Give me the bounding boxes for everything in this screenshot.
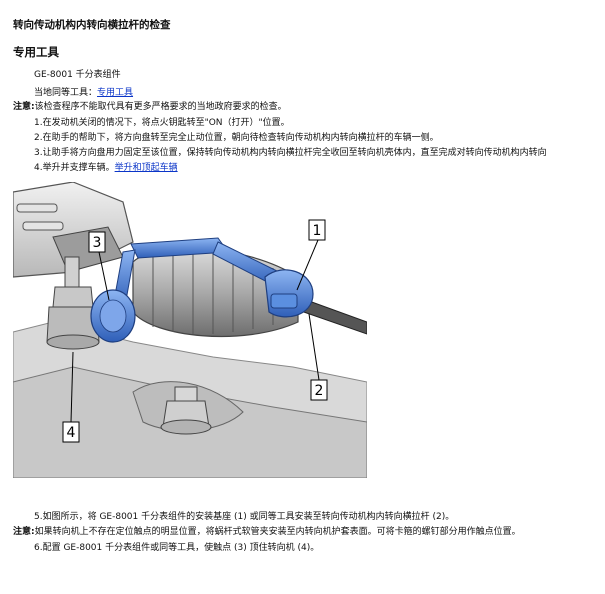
note-1-label: 注意: xyxy=(13,102,35,112)
page-title: 转向传动机构内转向横拉杆的检查 xyxy=(13,19,171,31)
step-4: 4.举升并支撑车辆。举升和顶起车辆 xyxy=(34,162,178,174)
tool-item: GE-8001 千分表组件 xyxy=(34,70,121,80)
inner-tie-rod-figure: 1 2 3 4 xyxy=(12,181,368,479)
note-1: 注意:该检查程序不能取代具有更多严格要求的当地政府要求的检查。 xyxy=(13,101,287,113)
note-2-text: 如果转向机上不存在定位触点的明显位置，将蜗杆式软管夹安装至内转向机护套表面。可将… xyxy=(34,527,521,537)
callout-3-label: 3 xyxy=(93,235,102,251)
step-6: 6.配置 GE-8001 千分表组件或同等工具，使触点 (3) 顶住转向机 (4… xyxy=(34,543,320,553)
special-tools-heading: 专用工具 xyxy=(13,45,59,59)
step-4-text: 4.举升并支撑车辆。 xyxy=(34,163,115,173)
lift-vehicle-link[interactable]: 举升和顶起车辆 xyxy=(114,163,178,173)
inner-tie-rod-illustration: 1 2 3 4 xyxy=(12,181,368,479)
step-5: 5.如图所示，将 GE-8001 千分表组件的安装基座 (1) 或同等工具安装至… xyxy=(34,512,455,522)
note-1-text: 该检查程序不能取代具有更多严格要求的当地政府要求的检查。 xyxy=(34,102,287,112)
callout-4: 4 xyxy=(62,421,80,443)
equivalent-tools-label: 当地同等工具： xyxy=(34,88,98,98)
callout-1-label: 1 xyxy=(313,223,322,239)
callout-2: 2 xyxy=(310,379,328,401)
step-2: 2.在助手的帮助下，将方向盘转至完全止动位置，朝向待检查转向传动机构内转向横拉杆… xyxy=(34,133,439,143)
equivalent-tools-line: 当地同等工具：专用工具 xyxy=(34,87,133,99)
step-1: 1.在发动机关闭的情况下，将点火钥匙转至"ON（打开）"位置。 xyxy=(34,118,290,128)
callout-4-label: 4 xyxy=(67,425,76,441)
special-tools-link[interactable]: 专用工具 xyxy=(97,88,134,98)
step-3: 3.让助手将方向盘用力固定至该位置，保持转向传动机构内转向横拉杆完全收回至转向机… xyxy=(34,148,547,158)
callout-3: 3 xyxy=(88,231,106,253)
note-2-label: 注意: xyxy=(13,527,35,537)
note-2: 注意:如果转向机上不存在定位触点的明显位置，将蜗杆式软管夹安装至内转向机护套表面… xyxy=(13,526,521,538)
callout-1: 1 xyxy=(308,219,326,241)
callout-2-label: 2 xyxy=(315,383,324,399)
